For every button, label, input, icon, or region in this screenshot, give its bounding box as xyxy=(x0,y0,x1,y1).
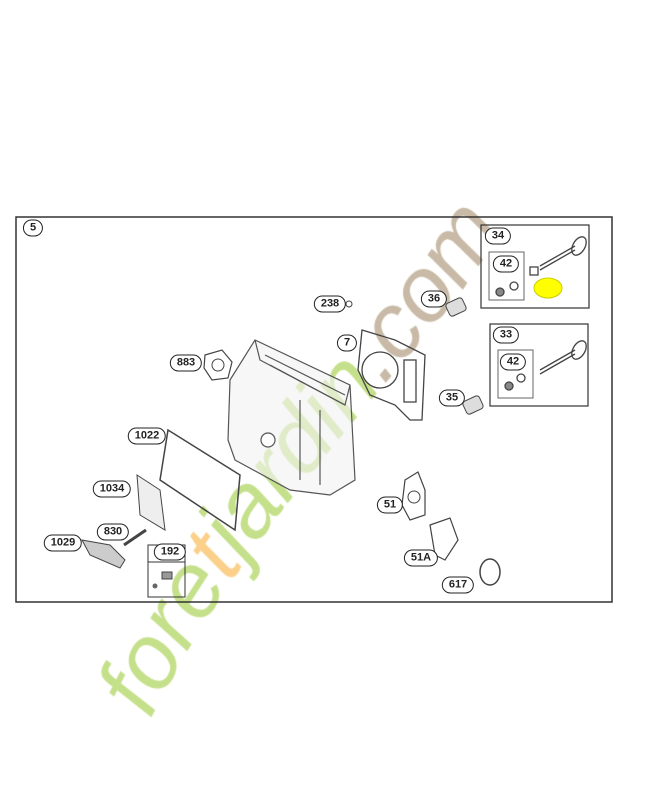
callout-192: 192 xyxy=(153,543,187,561)
kit-box-34 xyxy=(480,224,590,309)
callout-1022: 1022 xyxy=(127,427,167,445)
fitting-192 xyxy=(161,571,173,580)
callout-238: 238 xyxy=(313,295,347,313)
callout-617: 617 xyxy=(441,576,475,594)
o-ring-617 xyxy=(479,558,501,586)
kit-box-42a xyxy=(488,251,525,301)
callout-42: 42 xyxy=(492,255,520,273)
gasket-1022 xyxy=(159,428,241,532)
valve-intake xyxy=(504,340,587,391)
valve-springs xyxy=(345,297,484,415)
head-gasket xyxy=(357,329,426,421)
stud-830 xyxy=(123,528,147,547)
main-frame xyxy=(15,216,613,603)
callout-34: 34 xyxy=(484,227,512,245)
callout-830: 830 xyxy=(96,523,130,541)
callout-35: 35 xyxy=(438,389,466,407)
gasket-51 xyxy=(401,471,426,521)
callout-33: 33 xyxy=(492,326,520,344)
valve-exhaust xyxy=(495,236,587,297)
callout-883: 883 xyxy=(169,354,203,372)
callout-51: 51 xyxy=(376,496,404,514)
highlight-marker xyxy=(533,277,563,299)
callout-42: 42 xyxy=(499,353,527,371)
callout-1034: 1034 xyxy=(92,480,132,498)
callout-1029: 1029 xyxy=(43,534,83,552)
kit-box-33 xyxy=(489,323,589,407)
callout-7: 7 xyxy=(336,334,358,352)
callout-51A: 51A xyxy=(403,549,439,567)
breather-1034 xyxy=(136,474,166,531)
callout-36: 36 xyxy=(420,290,448,308)
kit-box-42b xyxy=(497,349,534,399)
cylinder-head xyxy=(227,339,356,496)
gasket-883 xyxy=(203,349,233,381)
callout-5: 5 xyxy=(22,219,44,237)
part-1029 xyxy=(81,539,126,569)
